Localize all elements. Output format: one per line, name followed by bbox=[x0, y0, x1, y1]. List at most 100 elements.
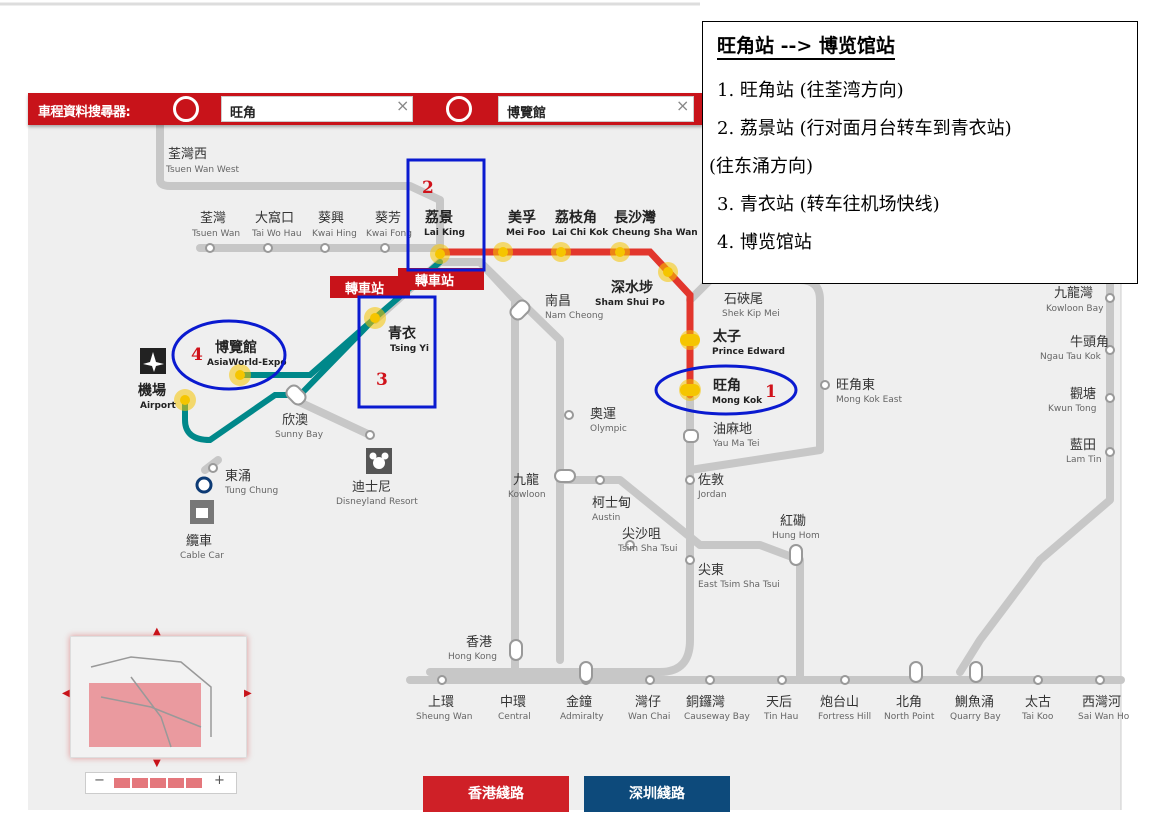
zoom-out-button[interactable]: − bbox=[94, 773, 105, 788]
svg-text:葵芳: 葵芳 bbox=[375, 211, 401, 226]
route-search-bar: 車程資料搜尋器: 旺角 × 博覽館 × bbox=[28, 93, 703, 125]
svg-text:Lai Chi Kok: Lai Chi Kok bbox=[552, 228, 609, 238]
svg-text:Hong Kong: Hong Kong bbox=[448, 652, 497, 662]
svg-text:佐敦: 佐敦 bbox=[698, 472, 724, 488]
svg-text:Kwai Fong: Kwai Fong bbox=[366, 229, 412, 239]
zoom-in-button[interactable]: + bbox=[214, 773, 225, 788]
svg-text:金鐘: 金鐘 bbox=[566, 694, 592, 710]
svg-text:Mong Kok: Mong Kok bbox=[712, 396, 763, 406]
svg-text:旺角東: 旺角東 bbox=[836, 377, 875, 393]
svg-text:荔枝角: 荔枝角 bbox=[554, 209, 597, 226]
annotations bbox=[171, 158, 798, 416]
svg-text:油麻地: 油麻地 bbox=[713, 422, 752, 437]
svg-text:Mong Kok East: Mong Kok East bbox=[836, 395, 902, 405]
svg-text:九龍灣: 九龍灣 bbox=[1054, 285, 1093, 301]
svg-text:荔景: 荔景 bbox=[424, 209, 453, 226]
svg-text:東涌: 東涌 bbox=[225, 468, 251, 484]
zoom-slider[interactable] bbox=[114, 778, 204, 788]
svg-text:石硤尾: 石硤尾 bbox=[724, 292, 763, 307]
svg-text:Disneyland Resort: Disneyland Resort bbox=[336, 497, 418, 507]
svg-text:柯士甸: 柯士甸 bbox=[592, 496, 631, 511]
svg-text:Fortress Hill: Fortress Hill bbox=[818, 712, 871, 722]
svg-text:Yau Ma Tei: Yau Ma Tei bbox=[712, 439, 760, 449]
svg-text:太古: 太古 bbox=[1025, 695, 1051, 710]
origin-input[interactable]: 旺角 bbox=[221, 96, 413, 122]
route-step: (往东涌方向) bbox=[709, 156, 814, 177]
svg-text:Tai Koo: Tai Koo bbox=[1021, 712, 1054, 722]
svg-text:Quarry Bay: Quarry Bay bbox=[950, 712, 1001, 722]
svg-text:1: 1 bbox=[765, 382, 777, 402]
svg-text:Ngau Tau Kok: Ngau Tau Kok bbox=[1040, 352, 1102, 362]
station-labels: 荃灣西 Tsuen Wan West 荃灣 Tsuen Wan 大窩口 Tai … bbox=[138, 147, 1130, 722]
plain-stops bbox=[205, 243, 1115, 685]
route-instructions-box: 旺角站 --> 博览馆站 1. 旺角站 (往荃湾方向) 2. 荔景站 (行对面月… bbox=[702, 21, 1138, 284]
svg-text:博覽館: 博覽館 bbox=[215, 339, 257, 356]
pan-right-icon[interactable]: ▶ bbox=[244, 688, 252, 699]
svg-text:Tin Hau: Tin Hau bbox=[763, 712, 798, 722]
svg-text:Kwun Tong: Kwun Tong bbox=[1048, 404, 1096, 414]
destination-marker-icon bbox=[446, 96, 472, 122]
clear-destination-icon[interactable]: × bbox=[676, 96, 690, 115]
svg-text:East Tsim Sha Tsui: East Tsim Sha Tsui bbox=[698, 580, 780, 590]
svg-text:南昌: 南昌 bbox=[545, 293, 571, 309]
airport-express-route bbox=[182, 315, 378, 444]
minimap[interactable] bbox=[70, 636, 247, 758]
annotation-numbers: 1 2 3 4 bbox=[191, 178, 777, 402]
zoom-control[interactable]: − + bbox=[85, 772, 237, 794]
svg-text:Austin: Austin bbox=[592, 513, 620, 523]
svg-text:美孚: 美孚 bbox=[508, 209, 536, 226]
svg-text:Mei Foo: Mei Foo bbox=[506, 228, 545, 238]
svg-text:天后: 天后 bbox=[766, 695, 792, 710]
cable-car-icon bbox=[190, 500, 214, 524]
interchange-badge-tsing-yi bbox=[330, 276, 410, 298]
minimap-viewport[interactable] bbox=[89, 683, 201, 747]
svg-text:Tsing Yi: Tsing Yi bbox=[390, 344, 429, 354]
svg-text:2: 2 bbox=[422, 178, 434, 198]
svg-text:Lam Tin: Lam Tin bbox=[1066, 455, 1102, 465]
svg-text:北角: 北角 bbox=[896, 695, 922, 710]
svg-text:Olympic: Olympic bbox=[590, 424, 627, 434]
svg-text:Central: Central bbox=[498, 712, 531, 722]
svg-text:轉車站: 轉車站 bbox=[345, 281, 384, 297]
svg-text:Tsuen Wan West: Tsuen Wan West bbox=[165, 165, 240, 175]
disney-icon bbox=[366, 448, 392, 474]
svg-text:AsiaWorld-Expo: AsiaWorld-Expo bbox=[207, 358, 287, 368]
origin-marker-icon bbox=[173, 96, 199, 122]
minimap-lines bbox=[90, 656, 212, 748]
svg-text:灣仔: 灣仔 bbox=[635, 695, 661, 710]
svg-text:西灣河: 西灣河 bbox=[1082, 695, 1121, 710]
svg-text:Wan Chai: Wan Chai bbox=[628, 712, 670, 722]
svg-text:荃灣: 荃灣 bbox=[200, 211, 226, 226]
svg-text:藍田: 藍田 bbox=[1070, 438, 1096, 453]
svg-text:紅磡: 紅磡 bbox=[780, 514, 806, 529]
svg-text:Lai King: Lai King bbox=[424, 228, 465, 238]
svg-text:上環: 上環 bbox=[428, 695, 454, 710]
svg-text:3: 3 bbox=[376, 370, 388, 390]
svg-text:葵興: 葵興 bbox=[318, 211, 344, 226]
route-stops bbox=[174, 242, 701, 411]
tung-chung-terminal-icon bbox=[195, 476, 213, 494]
svg-text:長沙灣: 長沙灣 bbox=[614, 209, 656, 226]
svg-text:香港: 香港 bbox=[466, 635, 492, 650]
hong-kong-routes-button[interactable]: 香港綫路 bbox=[423, 776, 569, 812]
svg-text:纜車: 纜車 bbox=[186, 533, 212, 549]
route-title: 旺角站 --> 博览馆站 bbox=[717, 34, 895, 60]
destination-input[interactable]: 博覽館 bbox=[498, 96, 694, 122]
pan-up-icon[interactable]: ▲ bbox=[153, 626, 161, 637]
svg-text:鰂魚涌: 鰂魚涌 bbox=[955, 695, 994, 710]
pan-left-icon[interactable]: ◀ bbox=[62, 688, 70, 699]
svg-text:觀塘: 觀塘 bbox=[1070, 386, 1096, 402]
svg-text:太子: 太子 bbox=[713, 328, 741, 345]
clear-origin-icon[interactable]: × bbox=[396, 96, 410, 115]
route-step: 4. 博览馆站 bbox=[717, 232, 812, 253]
svg-text:Jordan: Jordan bbox=[697, 490, 727, 500]
svg-text:奧運: 奧運 bbox=[590, 407, 616, 422]
pan-down-icon[interactable]: ▼ bbox=[153, 758, 161, 769]
route-step: 1. 旺角站 (往荃湾方向) bbox=[717, 80, 904, 101]
shenzhen-routes-button[interactable]: 深圳綫路 bbox=[584, 776, 730, 812]
svg-text:Tai Wo Hau: Tai Wo Hau bbox=[251, 229, 302, 239]
svg-text:中環: 中環 bbox=[500, 695, 526, 710]
svg-text:尖東: 尖東 bbox=[698, 562, 724, 578]
airport-icon bbox=[140, 348, 166, 374]
